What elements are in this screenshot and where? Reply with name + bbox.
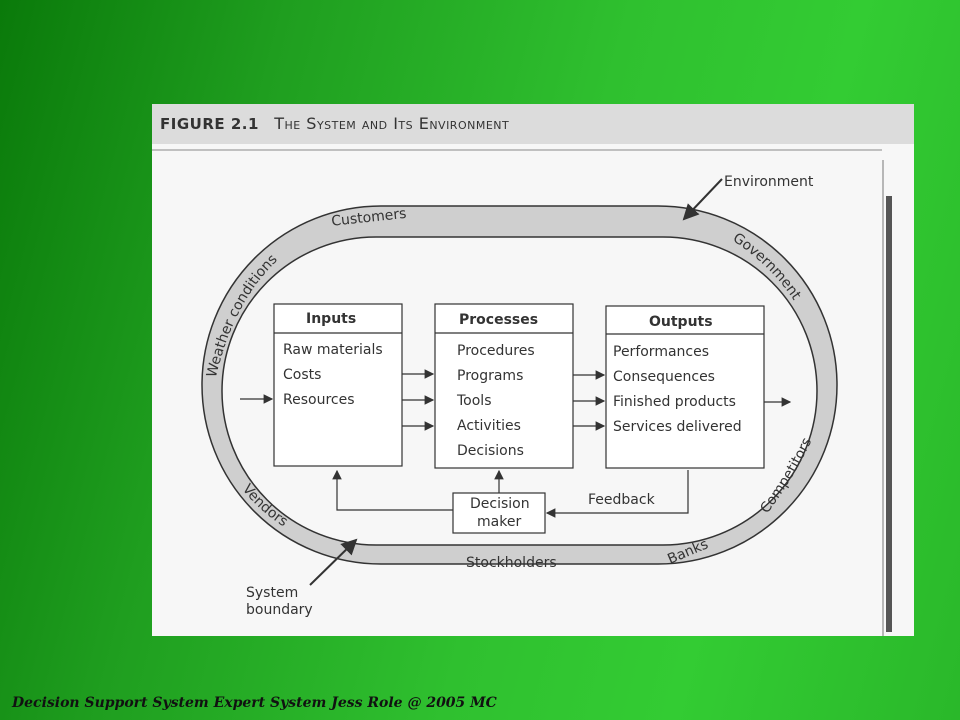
flow-arrows bbox=[240, 369, 792, 431]
ring-label-customers: Customers bbox=[331, 206, 408, 230]
inputs-item: Raw materials bbox=[283, 342, 383, 358]
processes-item: Activities bbox=[457, 418, 521, 434]
processes-item: Tools bbox=[456, 393, 492, 409]
page-edge-bar bbox=[886, 196, 892, 632]
outputs-box bbox=[605, 305, 765, 469]
outputs-item: Finished products bbox=[613, 394, 736, 410]
ring-label-stockholders: Stockholders bbox=[466, 555, 557, 571]
decision-maker-line-1: Decision bbox=[470, 496, 530, 512]
figure-number: FIGURE 2.1 bbox=[160, 115, 259, 133]
inputs-title: Inputs bbox=[306, 311, 356, 327]
inputs-box bbox=[273, 303, 403, 467]
decision-maker-box bbox=[452, 492, 546, 534]
processes-item: Programs bbox=[457, 368, 523, 384]
system-boundary-arrow bbox=[309, 538, 358, 586]
environment-arrow bbox=[682, 178, 723, 221]
inputs-item: Costs bbox=[283, 367, 321, 383]
system-boundary-line-1: System bbox=[246, 585, 298, 601]
figure-title: FIGURE 2.1 The System and Its Environmen… bbox=[160, 114, 509, 133]
processes-title: Processes bbox=[459, 312, 538, 328]
processes-item: Decisions bbox=[457, 443, 524, 459]
environment-label: Environment bbox=[724, 174, 814, 190]
feedback-arrows bbox=[332, 469, 689, 518]
processes-box bbox=[434, 303, 574, 469]
inputs-item: Resources bbox=[283, 392, 355, 408]
footer-caption: Decision Support System Expert System Je… bbox=[12, 695, 497, 711]
figure-header: FIGURE 2.1 The System and Its Environmen… bbox=[152, 104, 914, 144]
outputs-item: Services delivered bbox=[613, 419, 742, 435]
outputs-item: Performances bbox=[613, 344, 709, 360]
outputs-item: Consequences bbox=[613, 369, 715, 385]
figure-panel: FIGURE 2.1 The System and Its Environmen… bbox=[152, 104, 914, 636]
figure-name: The System and Its Environment bbox=[274, 114, 510, 133]
processes-item: Procedures bbox=[457, 343, 535, 359]
system-diagram: Customers Weather conditions Government … bbox=[152, 149, 892, 636]
outputs-title: Outputs bbox=[649, 314, 713, 330]
decision-maker-line-2: maker bbox=[477, 514, 521, 530]
feedback-label: Feedback bbox=[588, 492, 656, 508]
system-boundary-line-2: boundary bbox=[246, 602, 313, 618]
